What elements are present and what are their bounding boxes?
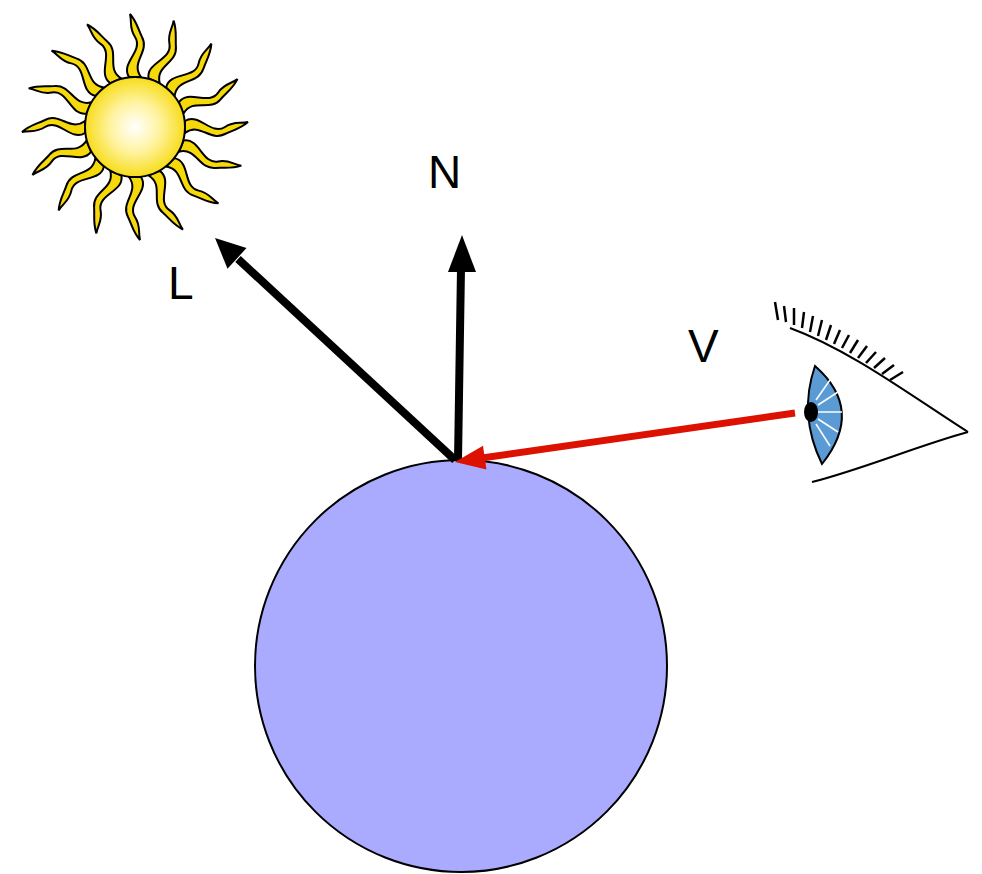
eye-icon [775, 302, 968, 482]
vector-label: N [428, 149, 461, 195]
light-vector [215, 238, 455, 460]
sun-icon [22, 14, 248, 240]
normal-vector [448, 235, 476, 460]
vector-label: V [688, 323, 719, 369]
view-vector [455, 413, 795, 470]
sphere [255, 460, 667, 872]
vector-label: L [168, 260, 194, 306]
